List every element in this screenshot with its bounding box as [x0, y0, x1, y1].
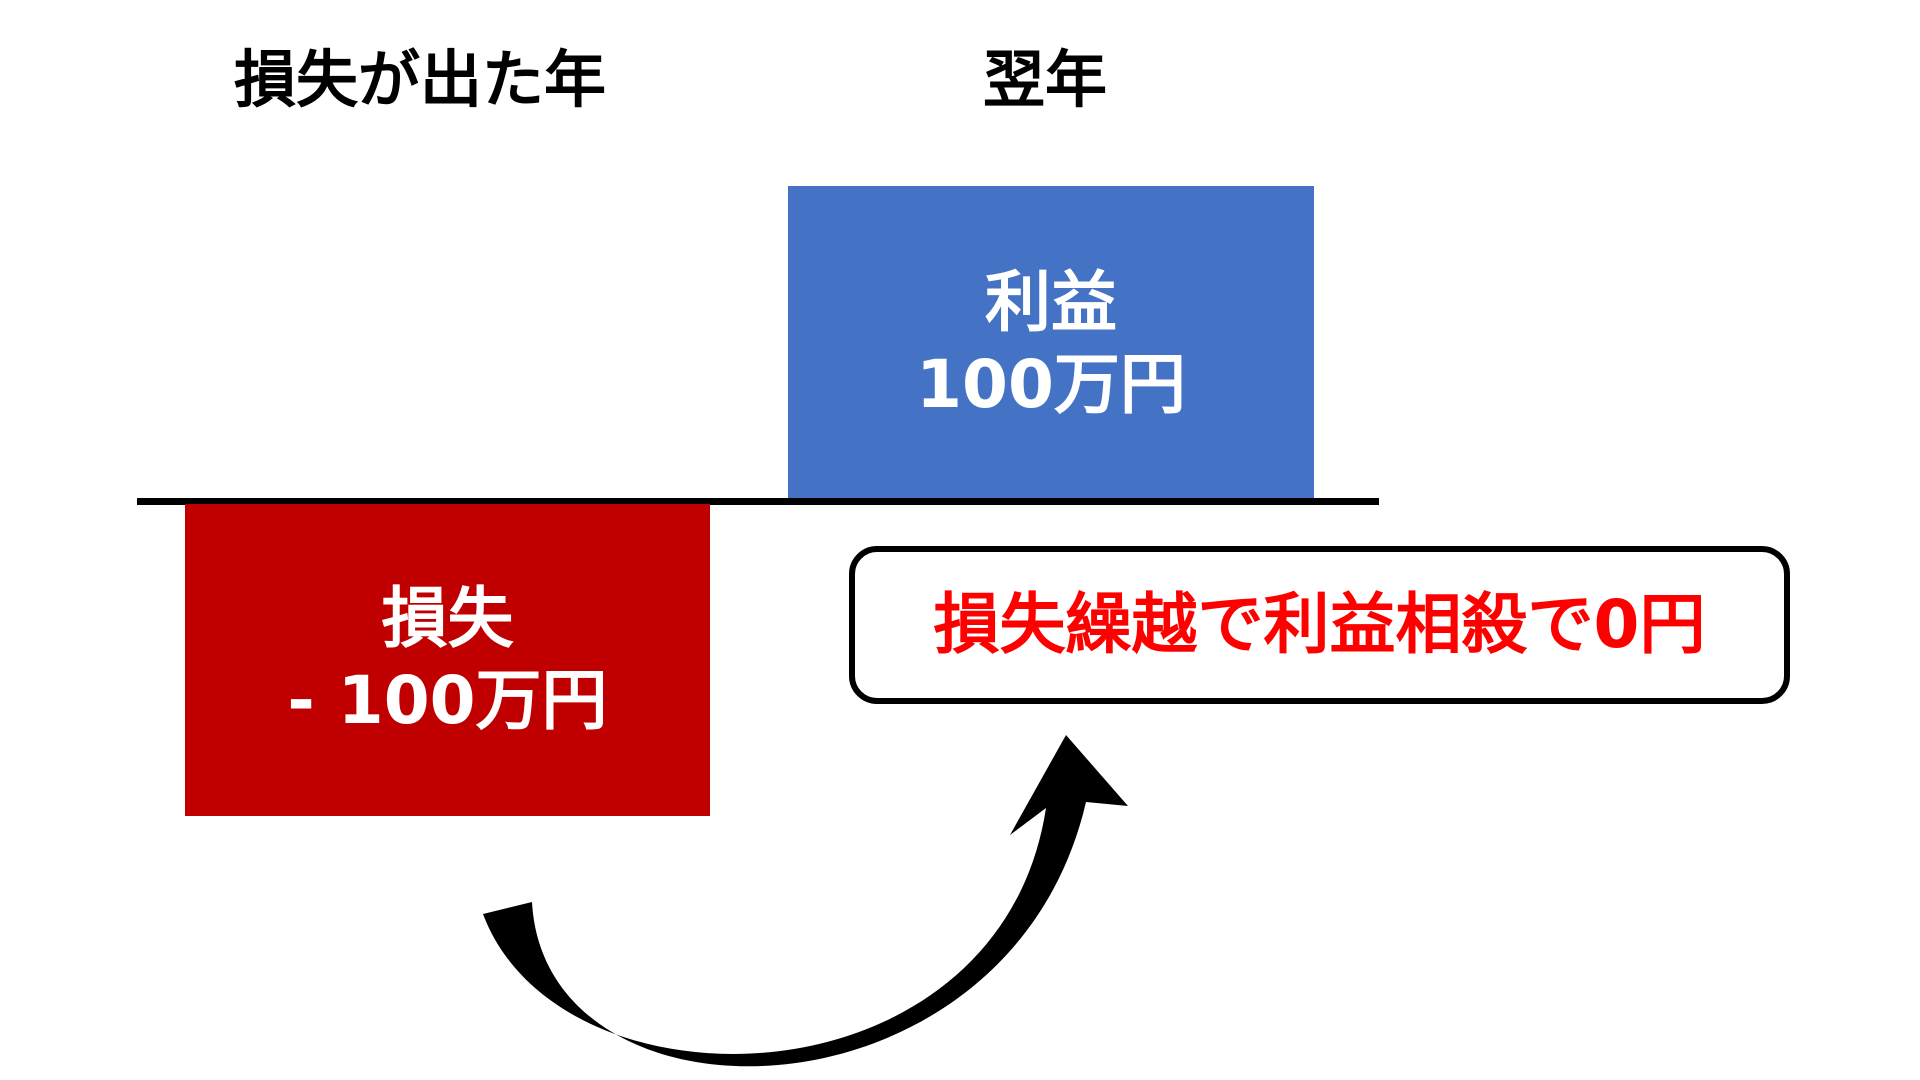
offset-callout: 損失繰越で利益相殺で0円 [849, 546, 1790, 704]
loss-label: 損失 [381, 580, 514, 657]
next-year-heading: 翌年 [982, 43, 1107, 116]
profit-block: 利益 100万円 [788, 186, 1314, 502]
profit-amount: 100万円 [916, 346, 1186, 423]
loss-year-heading: 損失が出た年 [233, 43, 606, 116]
offset-callout-text: 損失繰越で利益相殺で0円 [933, 586, 1706, 663]
loss-block: 損失 - 100万円 [185, 504, 710, 816]
loss-amount: - 100万円 [287, 662, 608, 739]
baseline-divider [137, 498, 1379, 505]
profit-label: 利益 [985, 264, 1117, 341]
